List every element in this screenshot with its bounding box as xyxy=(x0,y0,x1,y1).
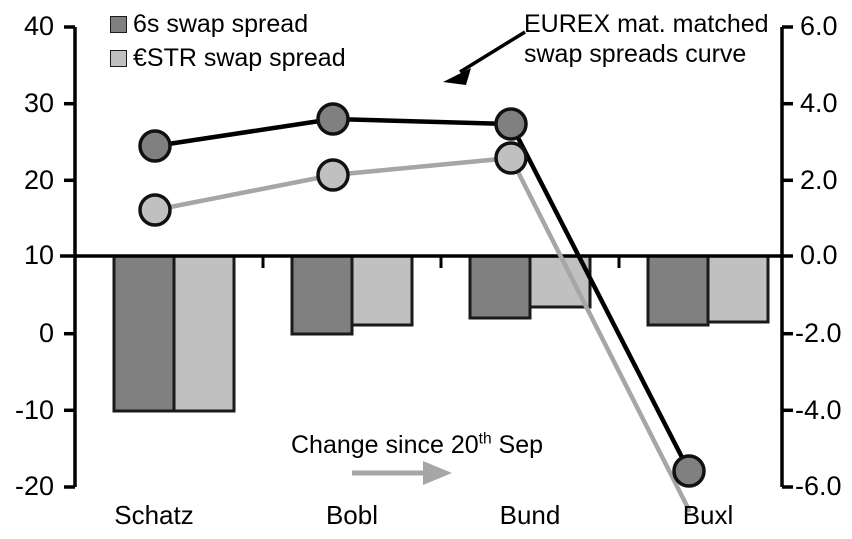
line-eurex-curve xyxy=(152,116,692,474)
markers-estr-curve xyxy=(138,141,528,227)
legend-item-6s-swap-spread: 6s swap spread xyxy=(110,12,308,37)
change-since-prefix: Change since 20 xyxy=(291,431,479,459)
right-axis-tick-minus6: -6.0 xyxy=(795,471,842,501)
right-axis-tick-minus2: -2.0 xyxy=(795,318,842,348)
callout-arrow-icon xyxy=(443,30,526,85)
category-label-bobl: Bobl xyxy=(325,500,379,530)
legend-label-6s: 6s swap spread xyxy=(133,10,309,38)
left-axis-tick-0: 0 xyxy=(38,318,54,348)
legend-swatch-6s-icon xyxy=(110,16,127,33)
legend-swatch-estr-icon xyxy=(110,50,127,67)
left-axis-ticks xyxy=(60,101,75,413)
category-label-bund: Bund xyxy=(499,500,561,530)
callout-text-eurex-curve: EUREX mat. matched swap spreads curve xyxy=(524,10,769,69)
right-axis-tick-0: 0.0 xyxy=(800,240,838,270)
bar-bund-6s xyxy=(468,254,532,320)
change-since-text: Change since 20th Sep xyxy=(291,431,543,461)
category-separator-ticks xyxy=(261,256,621,268)
right-axis-tick-2: 2.0 xyxy=(800,165,838,195)
legend-item-estr-swap-spread: €STR swap spread xyxy=(110,46,346,71)
left-axis-tick-20: 20 xyxy=(23,165,54,195)
right-axis-ticks xyxy=(782,101,793,413)
bar-schatz-6s xyxy=(112,254,176,413)
bar-schatz-estr xyxy=(172,254,236,413)
category-label-buxl: Buxl xyxy=(682,500,734,530)
change-since-arrow-icon xyxy=(352,461,452,485)
legend-label-estr: €STR swap spread xyxy=(133,44,346,72)
category-label-schatz: Schatz xyxy=(114,500,194,530)
bar-bobl-estr xyxy=(350,254,414,327)
markers-eurex-curve xyxy=(138,102,706,488)
bar-bobl-6s xyxy=(290,254,354,336)
right-axis-tick-6: 6.0 xyxy=(800,11,838,41)
left-axis-tick-40: 40 xyxy=(23,11,54,41)
bar-buxl-estr xyxy=(706,254,770,324)
callout-line-2: swap spreads curve xyxy=(524,39,747,68)
right-axis-tick-minus4: -4.0 xyxy=(795,395,842,425)
change-since-suffix: Sep xyxy=(491,431,544,459)
left-axis-tick-minus20: -20 xyxy=(14,471,54,501)
callout-line-1: EUREX mat. matched xyxy=(524,10,769,38)
change-since-superscript: th xyxy=(478,430,492,448)
right-axis-tick-4: 4.0 xyxy=(800,88,838,118)
left-axis-tick-30: 30 xyxy=(23,88,54,118)
bar-buxl-6s xyxy=(646,254,710,327)
left-axis-tick-10: 10 xyxy=(23,240,54,270)
line-estr-curve xyxy=(152,155,692,513)
left-axis-tick-minus10: -10 xyxy=(14,395,54,425)
